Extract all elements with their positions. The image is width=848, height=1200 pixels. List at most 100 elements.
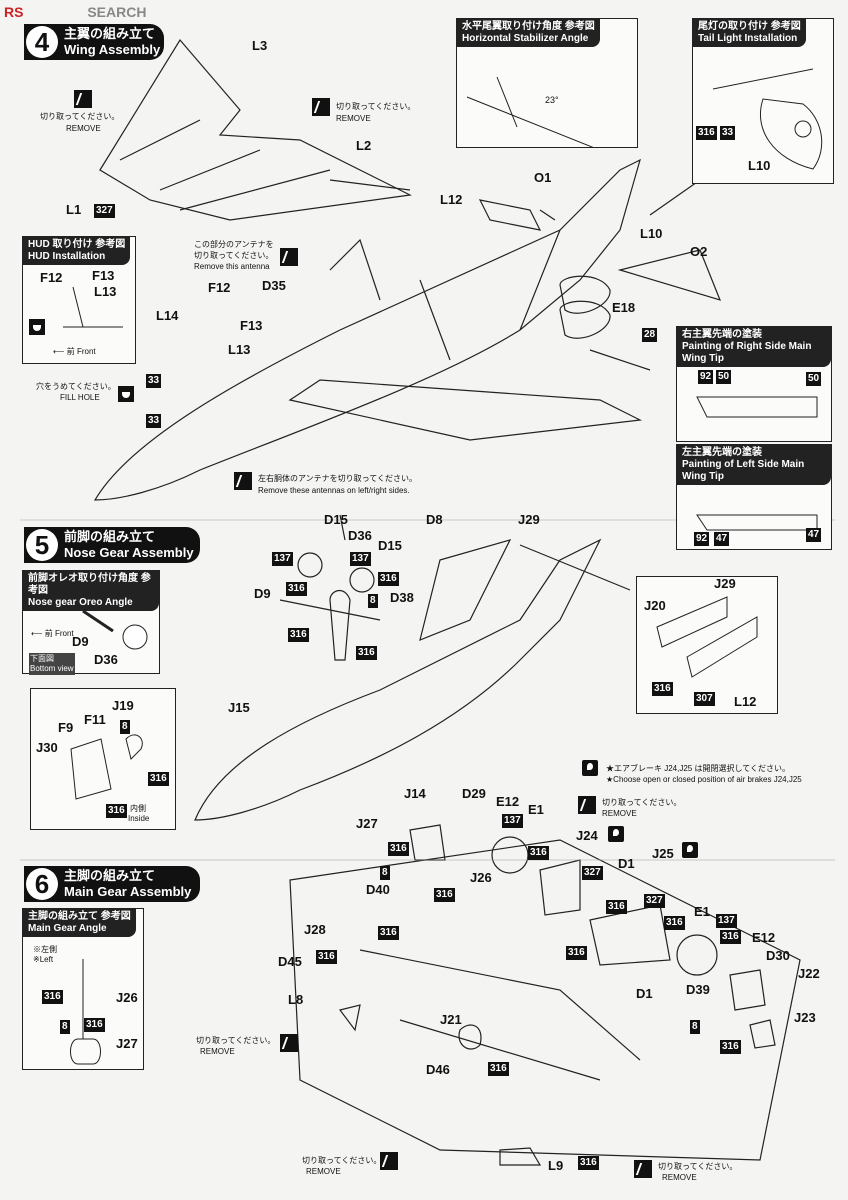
- j29-detail-diagram: [656, 596, 758, 678]
- maingear-left-jp: ※左側: [33, 945, 57, 954]
- color-316-tail: 316: [696, 126, 717, 140]
- ref-lwing-jp: 左主翼先端の塗装: [682, 447, 762, 458]
- color-50-r1: 50: [716, 370, 732, 384]
- color-316-ref: 316: [652, 682, 673, 696]
- color-8-d: 8: [690, 1020, 700, 1034]
- step-5-jp: 前脚の組み立て: [64, 529, 156, 544]
- color-33-tail: 33: [720, 126, 736, 140]
- step-4-number: 4: [26, 26, 58, 58]
- part-D38: D38: [390, 590, 414, 605]
- color-316-mg: 316: [42, 990, 63, 1004]
- cut-icon-l8: [280, 1034, 298, 1052]
- part-F12: F12: [208, 280, 231, 295]
- note-remove-en-2: REMOVE: [336, 114, 371, 123]
- part-O2: O2: [690, 244, 708, 259]
- part-L14: L14: [156, 308, 179, 323]
- stab-angle: 23°: [545, 95, 559, 105]
- hud-front-arrow: ⟵ 前 Front: [53, 347, 96, 356]
- color-327-a: 327: [582, 866, 603, 880]
- part-D30: D30: [766, 948, 790, 963]
- watermark: RS SEARCH: [4, 4, 146, 20]
- color-137-c: 137: [502, 814, 523, 828]
- part-D9-ref: D9: [72, 634, 89, 649]
- ref-hud-jp: HUD 取り付け 参考図: [28, 239, 126, 250]
- note-antenna-jp2: 切り取ってください。: [194, 251, 274, 260]
- color-8-mg: 8: [60, 1020, 70, 1034]
- note-inside-jp: 内側: [130, 804, 146, 813]
- part-L13-hud: L13: [94, 284, 117, 299]
- part-D39: D39: [686, 982, 710, 997]
- note-remove-jp-4: 切り取ってください。: [196, 1036, 276, 1045]
- part-E12-a: E12: [496, 794, 520, 809]
- maingear-left-en: ※Left: [33, 955, 54, 964]
- fill-hole-icon: [118, 386, 134, 402]
- part-D15-b: D15: [378, 538, 402, 553]
- color-316-mg2: 316: [84, 1018, 105, 1032]
- step-5-number: 5: [26, 529, 58, 561]
- color-137-d: 137: [716, 914, 737, 928]
- brush-icon-j25: [682, 842, 698, 858]
- color-47-l2: 47: [806, 528, 822, 542]
- cut-icon-wing-2: [312, 98, 330, 116]
- ref-rwing-jp: 右主翼先端の塗装: [682, 329, 762, 340]
- brush-icon-brake: [582, 760, 598, 776]
- oreo-bottom-en: Bottom view: [30, 664, 74, 673]
- cut-icon-antenna: [280, 248, 298, 266]
- part-F9: F9: [58, 720, 74, 735]
- color-316-i: 316: [606, 900, 627, 914]
- color-92-l: 92: [694, 532, 710, 546]
- ref-maingear-jp: 主脚の組み立て 参考図: [28, 911, 131, 922]
- oreo-front: ⟵ 前 Front: [31, 629, 74, 638]
- part-J21: J21: [440, 1012, 462, 1027]
- nose-gear-detail-diagram: [70, 734, 143, 800]
- part-D1-a: D1: [618, 856, 635, 871]
- color-316-e: 316: [148, 772, 169, 786]
- part-D36-ref: D36: [94, 652, 118, 667]
- part-D8: D8: [426, 512, 443, 527]
- part-J26: J26: [470, 870, 492, 885]
- color-8-b: 8: [120, 720, 130, 734]
- color-316-g: 316: [528, 846, 549, 860]
- ref-rwing-en: Painting of Right Side Main Wing Tip: [682, 341, 812, 364]
- color-316-d: 316: [356, 646, 377, 660]
- note-remove-jp-5: 切り取ってください。: [302, 1156, 382, 1165]
- note-antenna-jp1: この部分のアンテナを: [194, 240, 274, 249]
- hud-hole-icon: [29, 319, 45, 335]
- color-92-r: 92: [698, 370, 714, 384]
- ref-nose-gear-detail: [30, 688, 176, 830]
- color-316-inside: 316: [106, 804, 127, 818]
- note-remove-jp-2: 切り取ってください。: [336, 102, 416, 111]
- part-J29-ref: J29: [714, 576, 736, 591]
- note-remove-en-3: REMOVE: [602, 809, 637, 818]
- part-J19: J19: [112, 698, 134, 713]
- note-inside-en: Inside: [128, 814, 150, 823]
- part-L3: L3: [252, 38, 268, 53]
- step-4-jp: 主翼の組み立て: [64, 26, 156, 41]
- color-316-h: 316: [434, 888, 455, 902]
- part-L9: L9: [548, 1158, 564, 1173]
- cut-icon-wing: [74, 90, 92, 108]
- part-E1-b: E1: [694, 904, 710, 919]
- cut-icon-sides: [234, 472, 252, 490]
- color-316-l: 316: [378, 926, 399, 940]
- part-F13: F13: [240, 318, 263, 333]
- part-D46: D46: [426, 1062, 450, 1077]
- note-remove-en-6: REMOVE: [662, 1173, 697, 1182]
- hud-diagram: [63, 286, 123, 328]
- right-wing-tip-diagram: [696, 396, 818, 418]
- ref-stab-en: Horizontal Stabilizer Angle: [462, 33, 589, 44]
- part-L13: L13: [228, 342, 251, 357]
- part-D29: D29: [462, 786, 486, 801]
- ref-hud-en: HUD Installation: [28, 251, 106, 262]
- part-J27-ref: J27: [116, 1036, 138, 1051]
- step-6-jp: 主脚の組み立て: [64, 868, 156, 883]
- color-137-a: 137: [272, 552, 293, 566]
- color-316-o: 316: [720, 1040, 741, 1054]
- part-J29: J29: [518, 512, 540, 527]
- part-J20: J20: [644, 598, 666, 613]
- note-brake-jp: ★エアブレーキ J24,J25 は開閉選択してください。: [606, 764, 790, 773]
